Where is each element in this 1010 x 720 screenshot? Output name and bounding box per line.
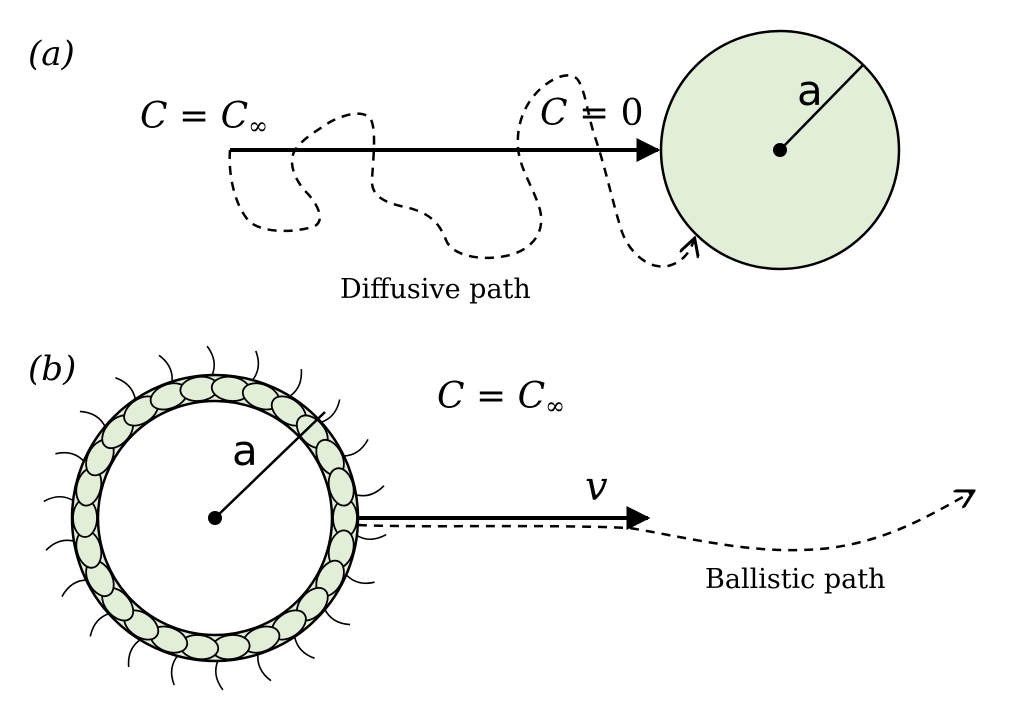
cilium xyxy=(355,533,387,541)
cilium xyxy=(158,354,173,383)
cilium xyxy=(55,451,86,463)
velocity-label: v xyxy=(585,464,608,510)
ballistic-path-label: Ballistic path xyxy=(705,564,886,595)
panel-a-label: (a) xyxy=(28,34,75,74)
cilium xyxy=(288,369,303,398)
cilium xyxy=(251,350,260,382)
panel-b: (b) C = C∞ a v Ballistic path xyxy=(28,345,972,691)
ciliated-cells xyxy=(72,375,358,661)
cilium xyxy=(323,608,351,626)
diffusive-path xyxy=(228,74,694,268)
far-field-concentration-b: C = C∞ xyxy=(437,376,565,420)
cilium xyxy=(79,410,107,428)
panel-a: (a) C = C∞ C = 0 a Diffusive path xyxy=(28,29,901,305)
panel-b-label: (b) xyxy=(28,349,76,389)
far-field-concentration-a: C = C∞ xyxy=(140,96,268,140)
radius-label-a: a xyxy=(797,66,823,115)
cilium xyxy=(342,439,369,457)
surface-concentration: C = 0 xyxy=(540,93,644,134)
cilium xyxy=(257,653,272,682)
sphere-center-b xyxy=(208,511,222,525)
cilium xyxy=(43,495,75,503)
sphere-center-a xyxy=(773,143,787,157)
cilium xyxy=(354,485,385,497)
radius-line-a xyxy=(779,64,864,151)
ballistic-path xyxy=(357,492,972,552)
cilium xyxy=(344,573,375,585)
cilium xyxy=(206,345,216,377)
radius-line-b xyxy=(214,411,326,519)
cilium xyxy=(61,579,88,597)
cilia xyxy=(43,345,387,691)
cilium xyxy=(293,635,315,660)
cilium xyxy=(89,612,111,637)
cilium xyxy=(170,654,179,686)
radius-label-b: a xyxy=(232,426,258,475)
diffusive-path-label: Diffusive path xyxy=(340,274,531,305)
cilium xyxy=(214,659,224,691)
cilium xyxy=(115,376,137,401)
cilium xyxy=(319,399,341,424)
cilium xyxy=(45,539,76,551)
cilium xyxy=(127,638,142,667)
